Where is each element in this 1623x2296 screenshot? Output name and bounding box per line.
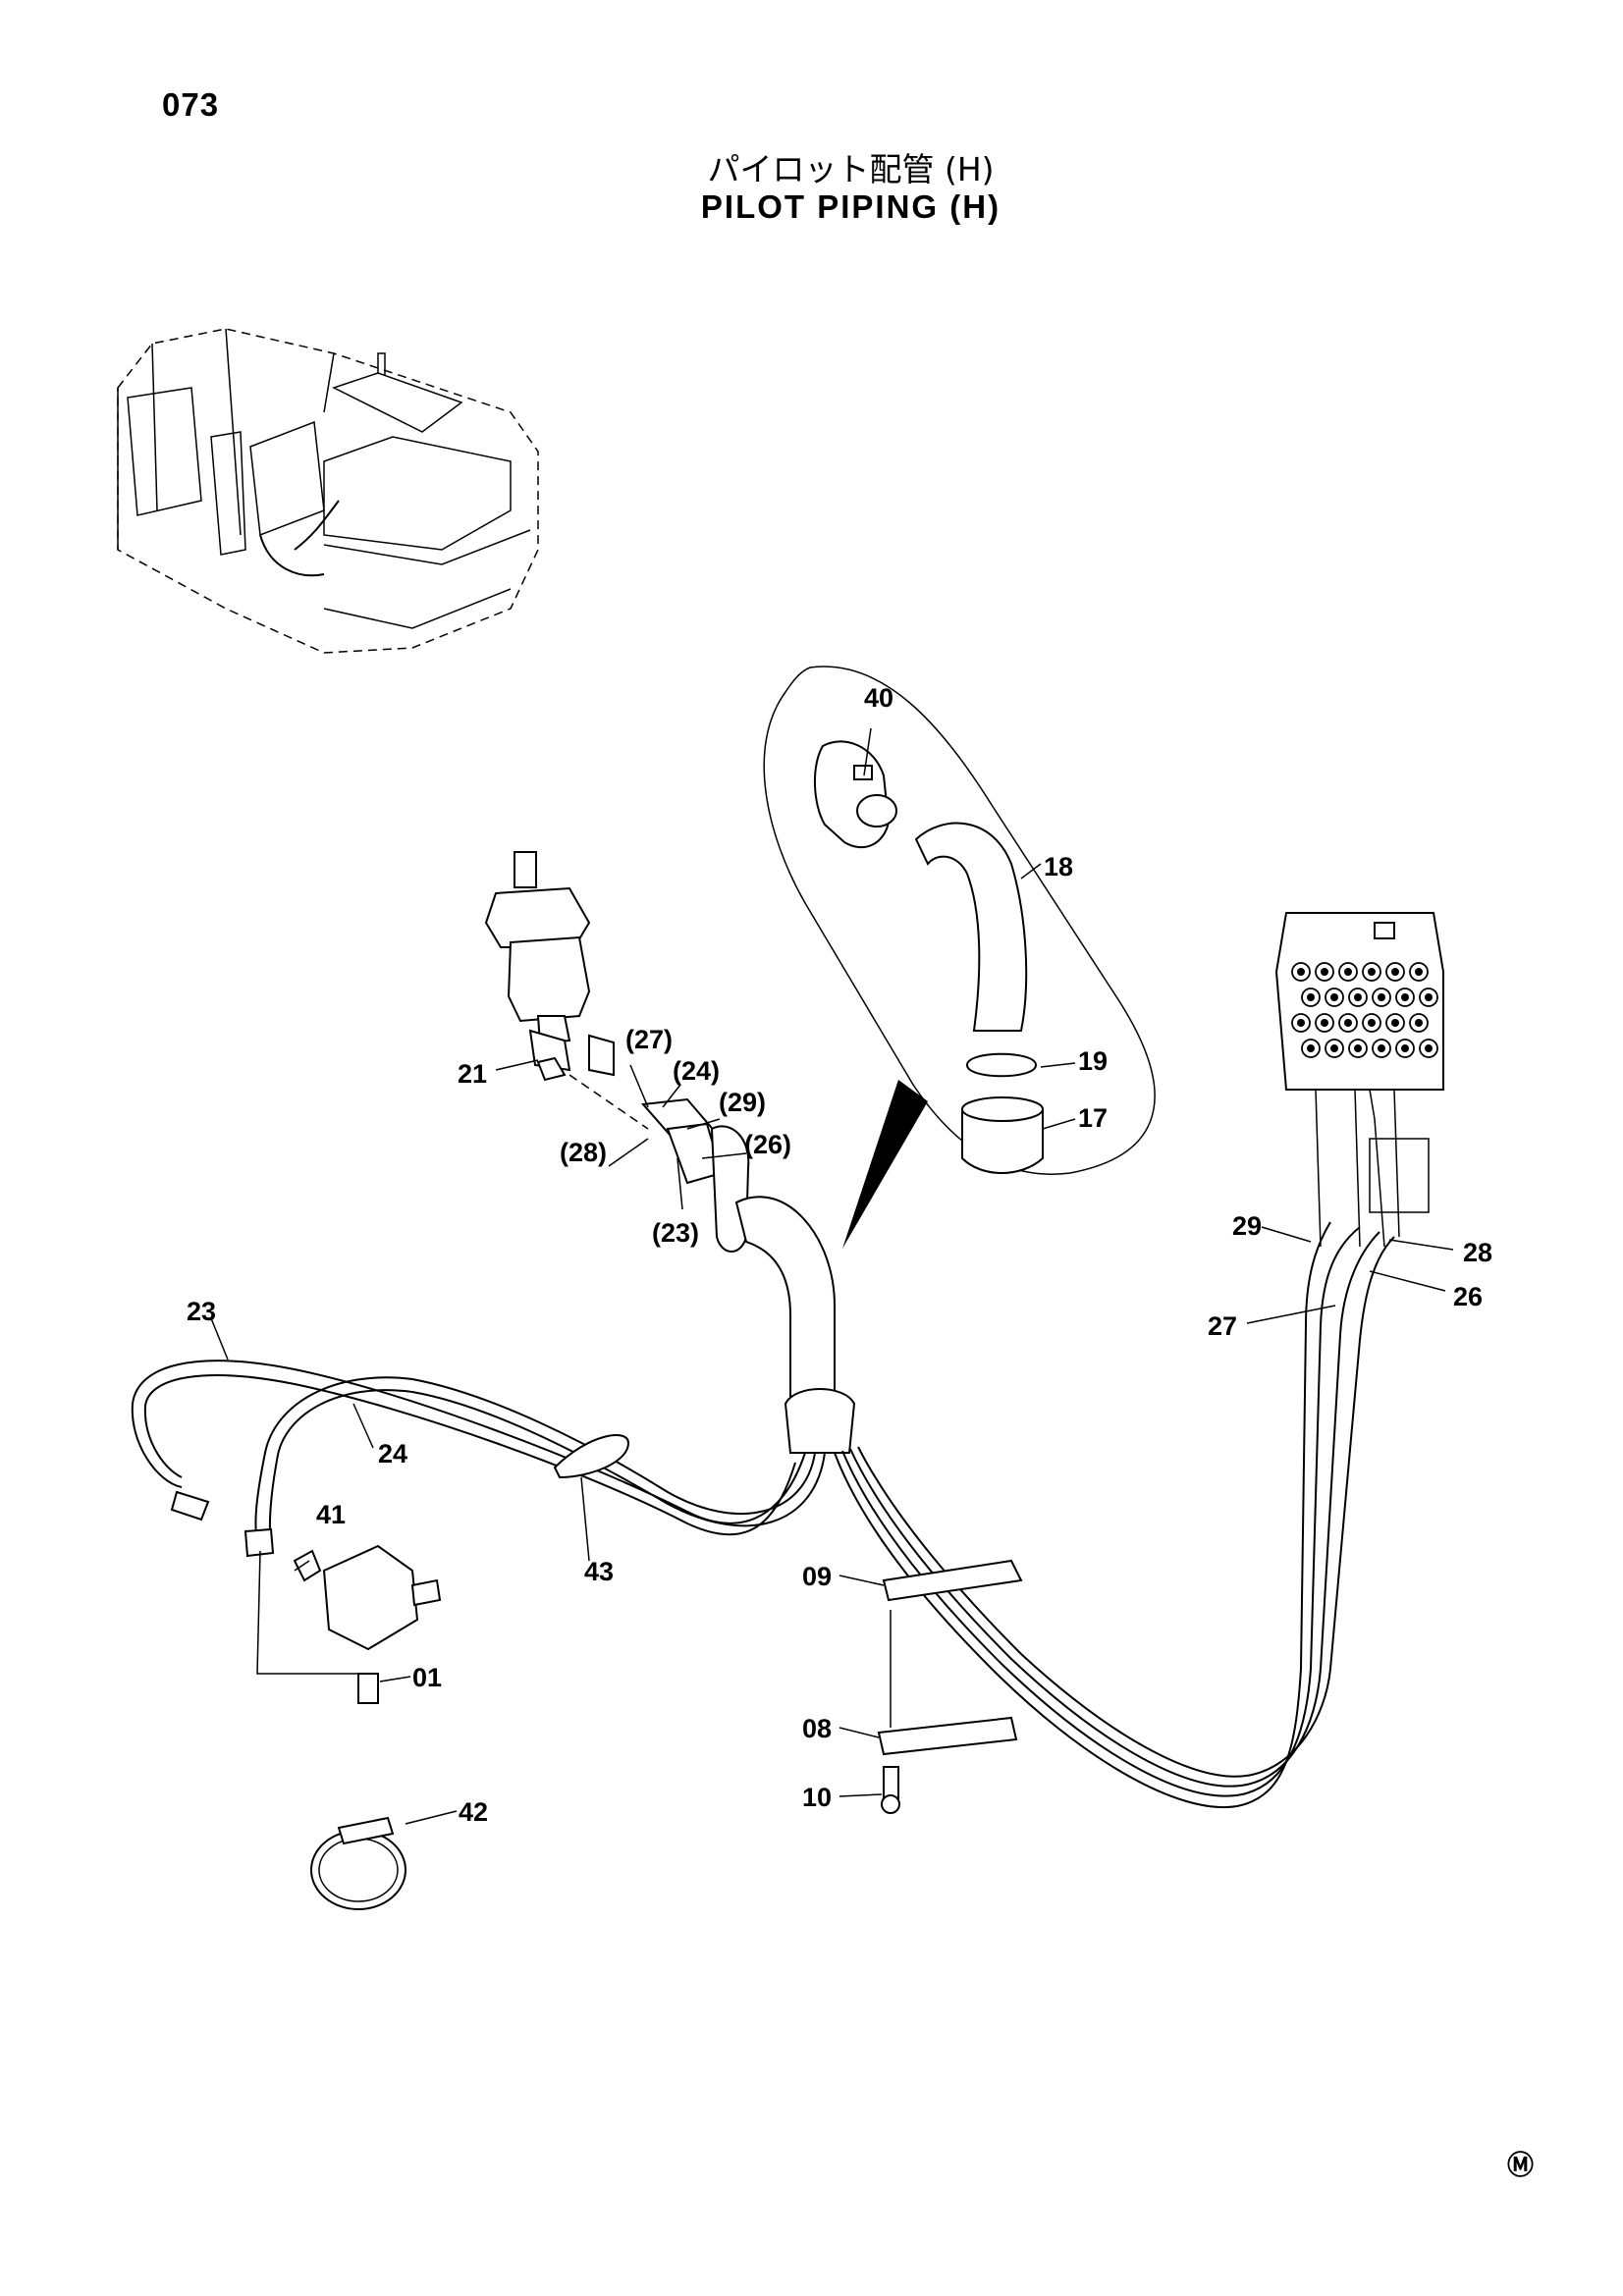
title-english: PILOT PIPING (H) xyxy=(700,188,1001,225)
callout-19: 19 xyxy=(1078,1046,1108,1076)
hose-assembly xyxy=(131,1097,1395,1809)
port-fitting-core xyxy=(1391,1019,1399,1027)
clamp-42 xyxy=(310,1816,406,1910)
callout-27: 27 xyxy=(1208,1311,1237,1341)
page-number: 073 xyxy=(162,86,220,123)
callout-40: 40 xyxy=(864,683,893,713)
callout-17: 17 xyxy=(1078,1103,1108,1133)
callout-29-ref: (29) xyxy=(719,1088,766,1117)
collar-17 xyxy=(961,1108,1044,1174)
hose-18 xyxy=(914,822,1028,1032)
callout-41: 41 xyxy=(316,1500,346,1529)
port-fitting-core xyxy=(1378,1044,1385,1052)
port-fitting-core xyxy=(1354,993,1362,1001)
port-fitting-core xyxy=(1425,993,1433,1001)
sensor-block-41 xyxy=(256,1544,442,1704)
leader-lines xyxy=(210,727,1454,1825)
port-fitting-core xyxy=(1297,968,1305,976)
excavator-overview-drawing xyxy=(117,328,539,654)
callout-23: 23 xyxy=(187,1297,216,1326)
port-fitting-core xyxy=(1307,993,1315,1001)
port-fitting-core xyxy=(1330,993,1338,1001)
callout-28: 28 xyxy=(1463,1238,1492,1267)
bracket-set xyxy=(877,1559,1023,1814)
port-fitting-core xyxy=(1307,1044,1315,1052)
callout-24-ref: (24) xyxy=(673,1056,720,1086)
port-fitting-core xyxy=(1378,993,1385,1001)
callout-26: 26 xyxy=(1453,1282,1483,1311)
callout-24: 24 xyxy=(378,1439,407,1468)
port-fitting-core xyxy=(1354,1044,1362,1052)
port-fitting-core xyxy=(1321,1019,1328,1027)
port-fitting-core xyxy=(1344,1019,1352,1027)
callout-labels: 40 18 19 17 21 (27) (24) (29) (26) (28) … xyxy=(187,683,1534,2180)
callout-29: 29 xyxy=(1232,1211,1262,1241)
callout-21: 21 xyxy=(458,1059,487,1089)
port-fitting-core xyxy=(1425,1044,1433,1052)
port-fittings xyxy=(1291,962,1438,1058)
pilot-valve-assembly xyxy=(484,851,649,1130)
port-fitting-core xyxy=(1297,1019,1305,1027)
port-fitting-core xyxy=(1368,1019,1376,1027)
port-fitting-core xyxy=(1415,1019,1423,1027)
manufacturer-mark: Ⓜ xyxy=(1507,2150,1534,2180)
port-fitting-core xyxy=(1401,993,1409,1001)
callout-43: 43 xyxy=(584,1557,614,1586)
clamp-19 xyxy=(965,1052,1038,1078)
port-fitting-core xyxy=(1391,968,1399,976)
port-fitting-core xyxy=(1415,968,1423,976)
port-fitting-core xyxy=(1368,968,1376,976)
callout-26-ref: (26) xyxy=(744,1130,791,1159)
callout-28-ref: (28) xyxy=(560,1138,607,1167)
callout-09: 09 xyxy=(802,1562,832,1591)
callout-10: 10 xyxy=(802,1783,832,1812)
band-43 xyxy=(553,1434,630,1479)
port-fitting-core xyxy=(1330,1044,1338,1052)
callout-42: 42 xyxy=(459,1797,488,1827)
callout-01: 01 xyxy=(412,1663,442,1692)
port-fitting-core xyxy=(1401,1044,1409,1052)
port-fitting-core xyxy=(1321,968,1328,976)
callout-23-ref: (23) xyxy=(652,1218,699,1248)
control-valve-block xyxy=(1274,912,1444,1248)
callout-18: 18 xyxy=(1044,852,1073,881)
port-fitting-core xyxy=(1344,968,1352,976)
callout-08: 08 xyxy=(802,1714,832,1743)
title-japanese: パイロット配管 (H) xyxy=(707,150,995,188)
callout-27-ref: (27) xyxy=(625,1025,673,1054)
detail-balloon xyxy=(763,666,1156,1249)
